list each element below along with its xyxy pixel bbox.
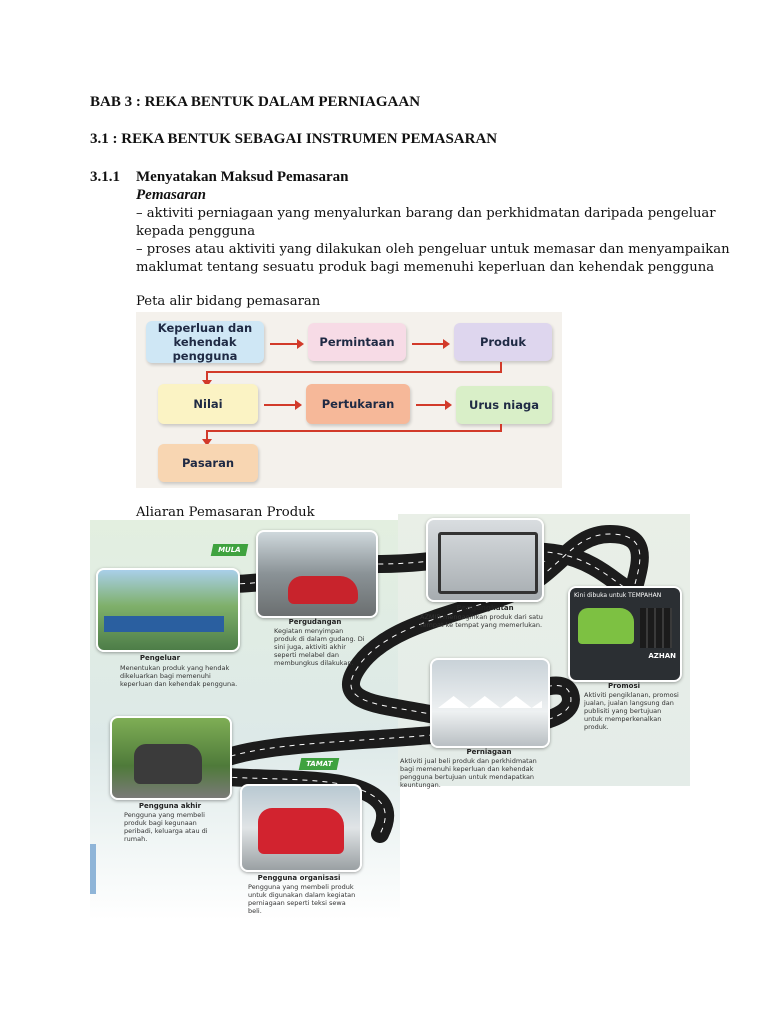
subsection-number: 3.1.1	[90, 169, 120, 185]
flow-connector	[206, 430, 208, 440]
definition-line-2: kepada pengguna	[136, 224, 256, 239]
green-car	[578, 608, 634, 644]
tent	[438, 696, 542, 708]
red-car	[288, 576, 358, 604]
stage-text-promosi: Aktiviti pengiklanan, promosi jualan, ju…	[584, 691, 679, 731]
flow-box-keperluan: Keperluan dan kehendak pengguna	[146, 321, 264, 363]
flow-box-pertukaran: Pertukaran	[306, 384, 410, 424]
end-tag: TAMAT	[298, 758, 340, 770]
stage-title-pengangkutan: Pengangkutan	[456, 604, 514, 612]
flowchart-caption: Peta alir bidang pemasaran	[136, 294, 321, 309]
stage-title-pengeluar: Pengeluar	[139, 654, 181, 662]
stage-title-pengguna-organisasi: Pengguna organisasi	[257, 874, 341, 882]
definition-line-4: maklumat tentang sesuatu produk bagi mem…	[136, 260, 715, 275]
mpv-car	[134, 744, 202, 784]
stage-text-pengeluar: Menentukan produk yang hendak dikeluarka…	[120, 664, 238, 688]
stage-text-pengangkutan: AZMIR mengagihkan produk dari satu tempa…	[420, 613, 543, 629]
flow-arrow	[264, 400, 302, 410]
definition-line-3: – proses atau aktiviti yang dilakukan ol…	[136, 242, 730, 257]
car-carrier	[438, 532, 538, 594]
flow-box-pasaran: Pasaran	[158, 444, 258, 482]
stage-title-perniagaan: Perniagaan	[466, 748, 512, 756]
marketing-flowchart: Keperluan dan kehendak pengguna Perminta…	[136, 312, 562, 488]
flow-arrow	[270, 339, 304, 349]
flow-connector	[500, 424, 502, 432]
stage-title-pengguna-akhir: Pengguna akhir	[138, 802, 202, 810]
photo-perniagaan	[430, 658, 550, 748]
product-flow-diagram: Pengeluar Menentukan produk yang hendak …	[90, 514, 690, 920]
flow-arrow	[412, 339, 450, 349]
factory-sign	[104, 616, 224, 632]
flow-box-produk: Produk	[454, 323, 552, 361]
flow-connector	[206, 430, 502, 432]
flow-connector	[500, 362, 502, 373]
stage-title-pergudangan: Pergudangan	[288, 618, 342, 626]
flow-arrowhead	[202, 380, 212, 387]
flow-box-nilai: Nilai	[158, 384, 258, 424]
stage-title-promosi: Promosi	[607, 682, 641, 690]
wheel-grid	[640, 608, 672, 648]
definition-line-1: – aktiviti perniagaan yang menyalurkan b…	[136, 206, 716, 221]
flow-connector	[206, 371, 502, 373]
photo-pengguna-organisasi	[240, 784, 362, 872]
promo-brand: AZHAN	[648, 652, 676, 660]
page-edge	[90, 844, 96, 894]
photo-pengeluar	[96, 568, 240, 652]
flow-connector	[206, 371, 208, 381]
flow-box-urus-niaga: Urus niaga	[456, 386, 552, 424]
subsection-title: Menyatakan Maksud Pemasaran	[136, 169, 349, 185]
photo-pergudangan	[256, 530, 378, 618]
stage-text-pengguna-organisasi: Pengguna yang membeli produk untuk digun…	[248, 883, 356, 915]
stage-text-perniagaan: Aktiviti jual beli produk dan perkhidmat…	[400, 757, 537, 789]
photo-promosi: Kini dibuka untuk TEMPAHAN AZHAN	[568, 586, 682, 682]
start-tag: MULA	[210, 544, 248, 556]
flow-arrow	[416, 400, 452, 410]
stage-text-pengguna-akhir: Pengguna yang membeli produk bagi keguna…	[124, 811, 208, 843]
taxi-car	[258, 808, 344, 854]
product-flow-caption: Aliaran Pemasaran Produk	[136, 505, 315, 520]
photo-pengguna-akhir	[110, 716, 232, 800]
photo-pengangkutan	[426, 518, 544, 602]
flow-box-permintaan: Permintaan	[308, 323, 406, 361]
stage-text-pergudangan: Kegiatan menyimpan produk di dalam gudan…	[274, 627, 365, 667]
section-heading: 3.1 : REKA BENTUK SEBAGAI INSTRUMEN PEMA…	[90, 131, 498, 147]
chapter-heading: BAB 3 : REKA BENTUK DALAM PERNIAGAAN	[90, 94, 421, 110]
flow-arrowhead	[202, 439, 212, 446]
term-pemasaran: Pemasaran	[136, 187, 207, 203]
promo-banner: Kini dibuka untuk TEMPAHAN	[574, 592, 662, 599]
